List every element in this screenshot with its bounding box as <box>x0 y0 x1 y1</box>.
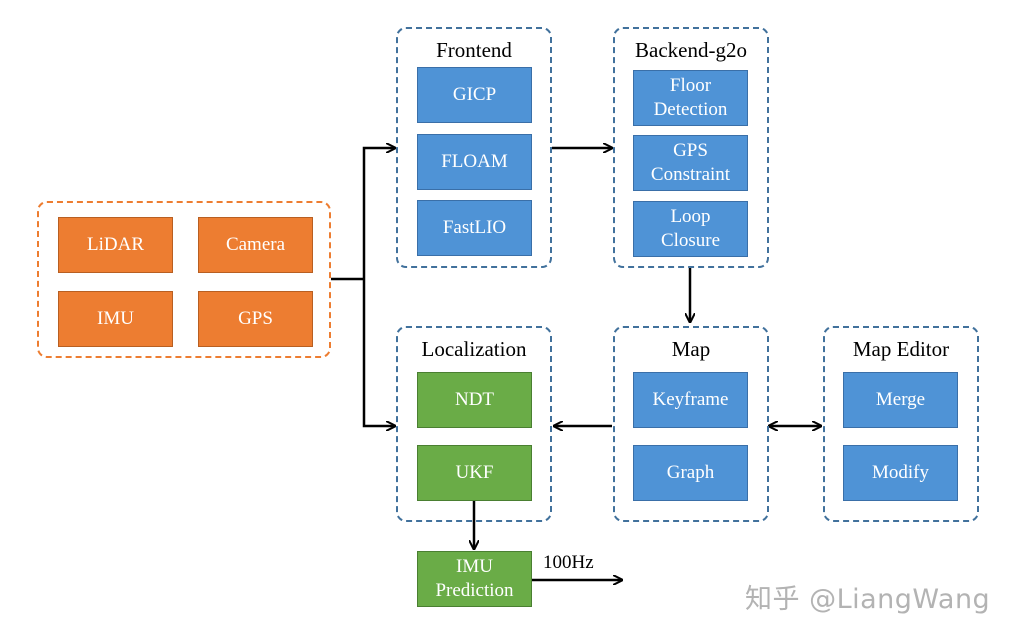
gps-constraint-label: GPS Constraint <box>650 140 731 185</box>
floor-detection-node: Floor Detection <box>633 70 748 126</box>
graph-node: Graph <box>633 445 748 501</box>
gicp-label: GICP <box>452 84 497 105</box>
fastlio-node: FastLIO <box>417 200 532 256</box>
ndt-node: NDT <box>417 372 532 428</box>
modify-label: Modify <box>872 462 929 483</box>
map-editor-group: Map Editor <box>823 326 979 522</box>
fastlio-label: FastLIO <box>442 217 507 238</box>
watermark: 知乎 @LiangWang <box>745 584 991 615</box>
floor-detection-label: Floor Detection <box>653 75 728 120</box>
arrow-sensors-to-frontend <box>362 148 395 279</box>
map-title: Map <box>671 337 711 361</box>
lidar-label: LiDAR <box>87 234 144 255</box>
camera-label: Camera <box>225 234 286 255</box>
localization-title: Localization <box>421 337 527 361</box>
imu-label: IMU <box>97 308 134 329</box>
gps-node: GPS <box>198 291 313 347</box>
imu-prediction-node: IMU Prediction <box>417 551 532 607</box>
keyframe-node: Keyframe <box>633 372 748 428</box>
graph-label: Graph <box>666 462 715 483</box>
output-rate-label: 100Hz <box>543 552 594 573</box>
gicp-node: GICP <box>417 67 532 123</box>
gps-label: GPS <box>238 308 273 329</box>
sensors-group <box>37 201 331 358</box>
merge-node: Merge <box>843 372 958 428</box>
arrow-sensors-to-localization <box>362 279 395 426</box>
lidar-node: LiDAR <box>58 217 173 273</box>
keyframe-label: Keyframe <box>652 389 729 410</box>
backend-title: Backend-g2o <box>635 38 747 62</box>
ukf-label: UKF <box>455 462 494 483</box>
loop-closure-label: Loop Closure <box>660 206 721 251</box>
backend-group: Backend-g2o <box>613 27 769 268</box>
modify-node: Modify <box>843 445 958 501</box>
imu-node: IMU <box>58 291 173 347</box>
ukf-node: UKF <box>417 445 532 501</box>
imu-prediction-label: IMU Prediction <box>435 556 514 601</box>
loop-closure-node: Loop Closure <box>633 201 748 257</box>
map-editor-title: Map Editor <box>852 337 950 361</box>
ndt-label: NDT <box>454 389 495 410</box>
merge-label: Merge <box>875 389 926 410</box>
camera-node: Camera <box>198 217 313 273</box>
localization-group: Localization <box>396 326 552 522</box>
map-group: Map <box>613 326 769 522</box>
floam-label: FLOAM <box>441 151 508 172</box>
gps-constraint-node: GPS Constraint <box>633 135 748 191</box>
frontend-group: Frontend <box>396 27 552 268</box>
floam-node: FLOAM <box>417 134 532 190</box>
frontend-title: Frontend <box>436 38 512 62</box>
